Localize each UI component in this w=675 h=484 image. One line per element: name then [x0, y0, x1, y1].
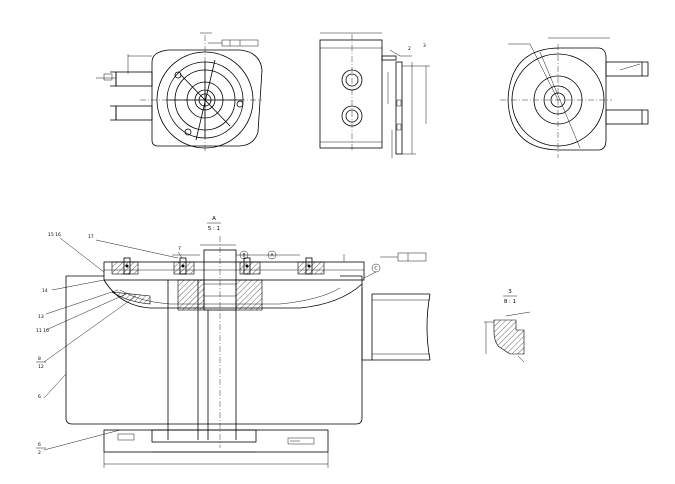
rear-view [500, 37, 649, 158]
callout-13: 13 [38, 314, 44, 320]
detail-view: 3 8 : 1 [484, 289, 531, 363]
callout-6: 6 [38, 442, 41, 448]
section-title-scale: 5 : 1 [208, 226, 220, 232]
callout-2: 2 [38, 450, 41, 456]
circle-tag-b: B [242, 253, 245, 259]
front-view [96, 32, 263, 152]
bolt-dot-3 [245, 264, 249, 268]
callout-8: 6 [38, 394, 41, 400]
bolt-dot-4 [307, 264, 311, 268]
side-view: 2 3 [319, 32, 430, 158]
callout-12: 12 [38, 364, 44, 370]
circle-tag-c: C [374, 266, 377, 272]
callout-14: 14 [42, 288, 48, 294]
circle-tag-a: A [270, 253, 274, 259]
callout-17: 17 [88, 234, 94, 240]
callout-11-10: 11 10 [36, 328, 49, 334]
callout-3-side: 3 [423, 43, 426, 49]
callout-2-side: 2 [408, 46, 411, 52]
callout-7: 7 [178, 246, 181, 252]
callout-9: 8 [38, 356, 41, 362]
section-view: A 5 : 1 [36, 216, 431, 468]
bolt-dot-2 [181, 264, 185, 268]
bolt-dot-1 [125, 264, 129, 268]
callout-15-16: 15 16 [48, 232, 61, 238]
section-title-letter: A [212, 216, 216, 222]
detail-title-letter: 3 [508, 289, 512, 295]
detail-title-scale: 8 : 1 [504, 299, 516, 305]
